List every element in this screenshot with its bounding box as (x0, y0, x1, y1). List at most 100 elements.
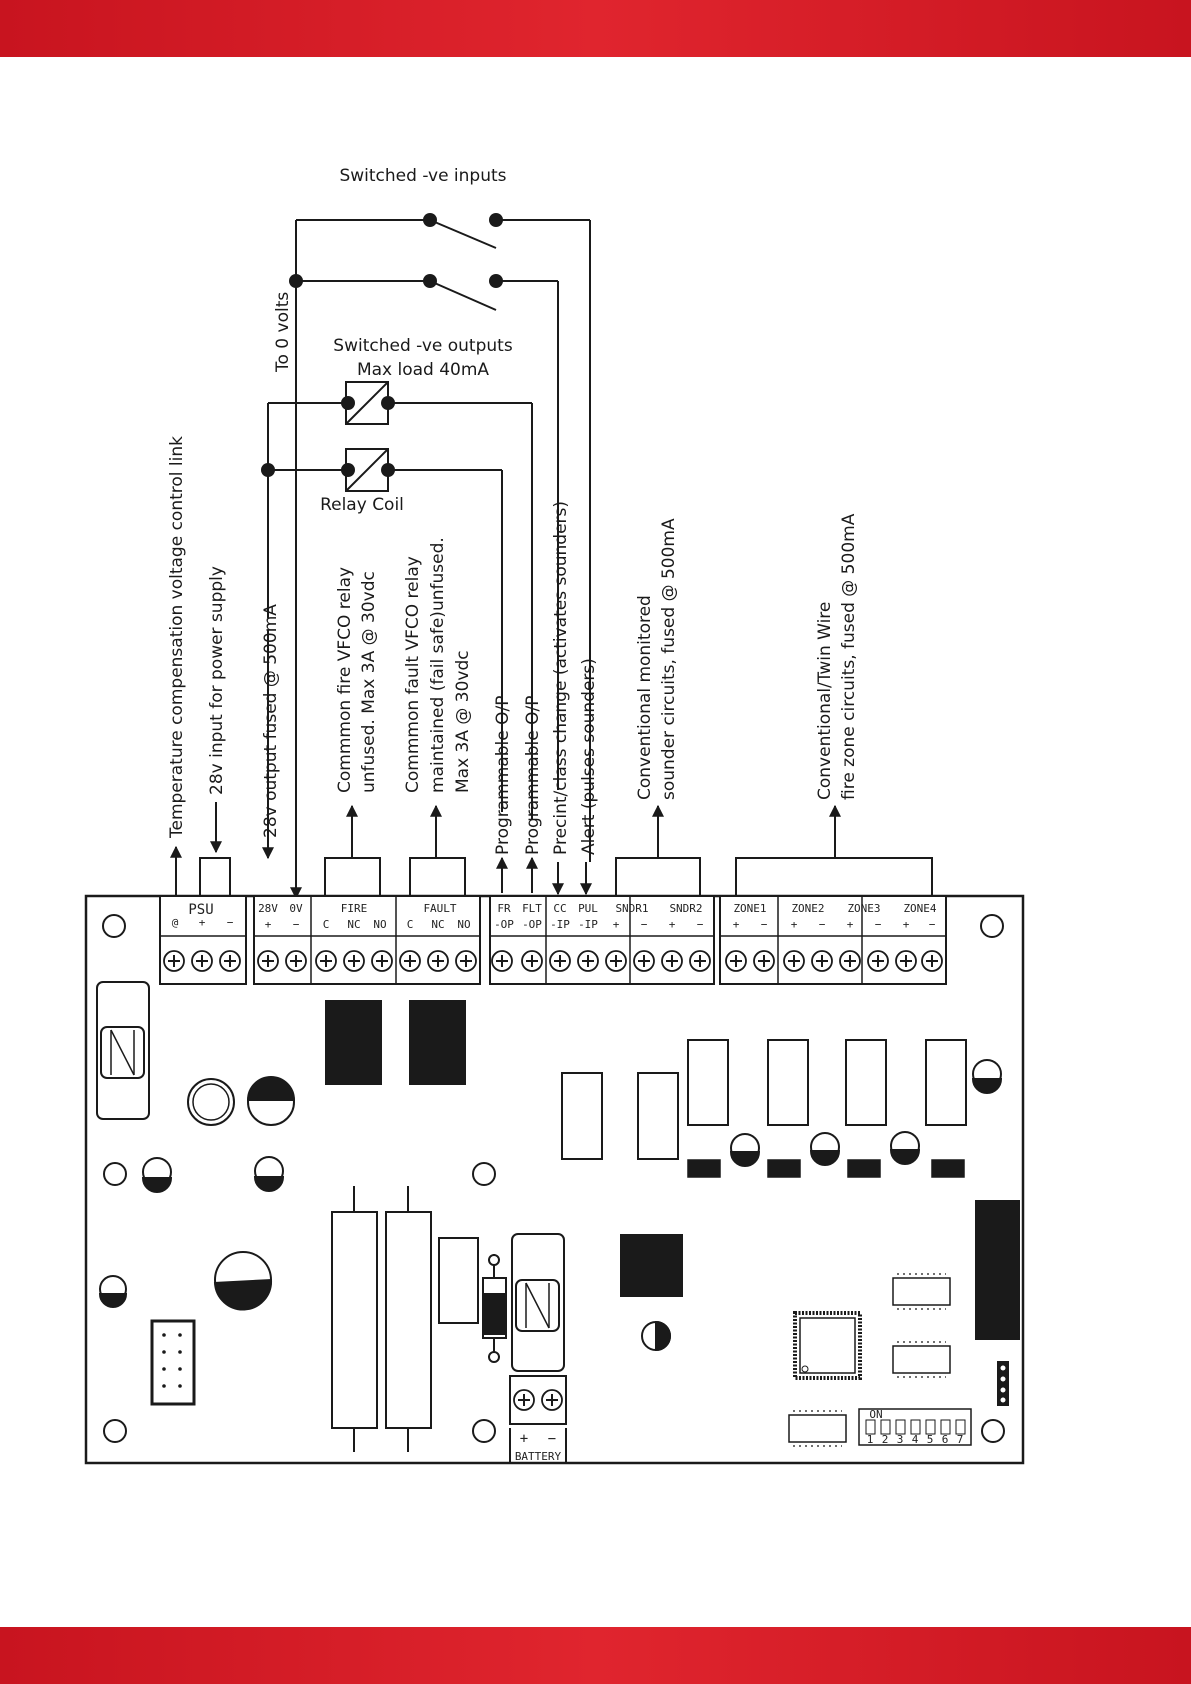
svg-text:−: − (819, 918, 826, 931)
svg-text:4: 4 (912, 1433, 919, 1446)
battery-terminal: + − BATTERY (509, 1375, 567, 1463)
callout-output-fused: 28v output fused @ 500mA (261, 604, 281, 838)
pcb-board: PSU @ + − 28V 0V + − FIRE C NC NO FAULT … (84, 894, 1025, 1465)
pin-header-right (997, 1361, 1009, 1406)
callout-fault-relay-2: maintained (fail safe)unfused. (428, 537, 448, 793)
svg-text:-OP: -OP (494, 918, 514, 931)
relay-contacts (261, 396, 395, 477)
switched-inputs-wiring (295, 219, 591, 896)
svg-text:2: 2 (882, 1433, 889, 1446)
callout-prog-op-1: Programmable O/P (493, 696, 513, 855)
svg-text:−: − (697, 918, 704, 931)
svg-text:ZONE3: ZONE3 (847, 902, 880, 915)
svg-text:−: − (641, 918, 648, 931)
fuse-holder-left (96, 981, 150, 1120)
callouts: Temperature compensation voltage control… (167, 436, 859, 855)
dip-switch-bank: ON 1 2 3 4 5 6 7 (858, 1408, 972, 1446)
max-load-label: Max load 40mA (357, 360, 489, 380)
svg-text:7: 7 (957, 1433, 964, 1446)
callout-zone-1: Conventional/Twin Wire (815, 602, 835, 800)
callout-psu-input: 28v input for power supply (207, 566, 227, 795)
callout-sounder-2: sounder circuits, fused @ 500mA (659, 518, 679, 800)
svg-text:6: 6 (942, 1433, 949, 1446)
switch-contacts (289, 213, 503, 288)
components-white (331, 1039, 967, 1429)
header-band (0, 0, 1191, 57)
svg-text:FAULT: FAULT (423, 902, 456, 915)
transistors (687, 1159, 965, 1178)
callout-temp-link: Temperature compensation voltage control… (167, 436, 187, 839)
svg-text:C: C (323, 918, 330, 931)
terminal-brackets (199, 857, 933, 899)
idc-header (150, 1319, 196, 1406)
svg-text:0V: 0V (289, 902, 303, 915)
callout-fire-relay-2: unfused. Max 3A @ 30vdc (359, 571, 379, 793)
svg-text:NC: NC (431, 918, 444, 931)
fuse-holder-battery (511, 1233, 565, 1372)
svg-text:PSU: PSU (188, 902, 213, 918)
microcontroller (793, 1311, 862, 1380)
callout-class-change: Precint/class change (activates sounders… (551, 501, 571, 855)
callout-fault-relay-3: Max 3A @ 30vdc (453, 650, 473, 793)
svg-text:+: + (733, 918, 740, 931)
svg-text:−: − (761, 918, 768, 931)
to-0-volts-label: To 0 volts (273, 292, 293, 373)
callout-zone-2: fire zone circuits, fused @ 500mA (839, 513, 859, 800)
terminal-dividers (160, 896, 946, 984)
footer-band (0, 1627, 1191, 1684)
svg-text:SNDR2: SNDR2 (669, 902, 702, 915)
svg-text:3: 3 (897, 1433, 904, 1446)
svg-text:1: 1 (867, 1433, 874, 1446)
diode (482, 1254, 507, 1363)
relay-output-wiring (267, 402, 533, 820)
svg-text:−: − (548, 1431, 556, 1447)
svg-text:FIRE: FIRE (341, 902, 368, 915)
svg-text:−: − (227, 916, 234, 929)
callout-prog-op-2: Programmable O/P (523, 696, 543, 855)
mounting-holes (102, 914, 1005, 1443)
svg-text:-IP: -IP (578, 918, 598, 931)
svg-text:5: 5 (927, 1433, 934, 1446)
svg-text:28V: 28V (258, 902, 278, 915)
svg-text:ZONE1: ZONE1 (733, 902, 766, 915)
svg-text:+: + (791, 918, 798, 931)
svg-text:FR: FR (497, 902, 511, 915)
wiring-diagram: Switched -ve inputs To 0 volts Switched … (84, 166, 1025, 1465)
relay-coil-label: Relay Coil (320, 495, 404, 515)
dip-chips (788, 1277, 951, 1443)
callout-arrows (170, 630, 841, 900)
svg-text:NO: NO (373, 918, 386, 931)
svg-text:C: C (407, 918, 414, 931)
svg-text:+: + (903, 918, 910, 931)
svg-text:+: + (669, 918, 676, 931)
fire-relay (325, 1000, 382, 1085)
svg-text:+: + (613, 918, 620, 931)
battery-label: BATTERY (515, 1450, 562, 1463)
svg-text:ZONE2: ZONE2 (791, 902, 824, 915)
svg-text:PUL: PUL (578, 902, 598, 915)
svg-text:NO: NO (457, 918, 470, 931)
capacitors (98, 1059, 1003, 1352)
regulator-chip (620, 1234, 683, 1297)
svg-text:CC: CC (553, 902, 566, 915)
svg-text:ON: ON (869, 1408, 882, 1421)
terminal-labels: PSU @ + − 28V 0V + − FIRE C NC NO FAULT … (172, 902, 937, 931)
svg-text:+: + (199, 916, 206, 929)
svg-text:−: − (875, 918, 882, 931)
svg-text:-OP: -OP (522, 918, 542, 931)
callout-sounder-1: Conventional monitored (635, 595, 655, 800)
display-connector (975, 1200, 1020, 1340)
svg-text:−: − (293, 918, 300, 931)
svg-text:ZONE4: ZONE4 (903, 902, 936, 915)
resistor-leads (353, 1186, 409, 1452)
svg-text:@: @ (172, 916, 179, 929)
svg-text:−: − (929, 918, 936, 931)
svg-text:+: + (265, 918, 272, 931)
switched-outputs-label: Switched -ve outputs (333, 336, 513, 356)
dip-chip-pins (793, 1273, 946, 1447)
svg-text:-IP: -IP (550, 918, 570, 931)
callout-alert: Alert (pulses sounders) (579, 658, 599, 855)
svg-text:SNDR1: SNDR1 (615, 902, 648, 915)
svg-text:FLT: FLT (522, 902, 542, 915)
callout-fault-relay-1: Commmon fault VFCO relay (403, 556, 423, 793)
